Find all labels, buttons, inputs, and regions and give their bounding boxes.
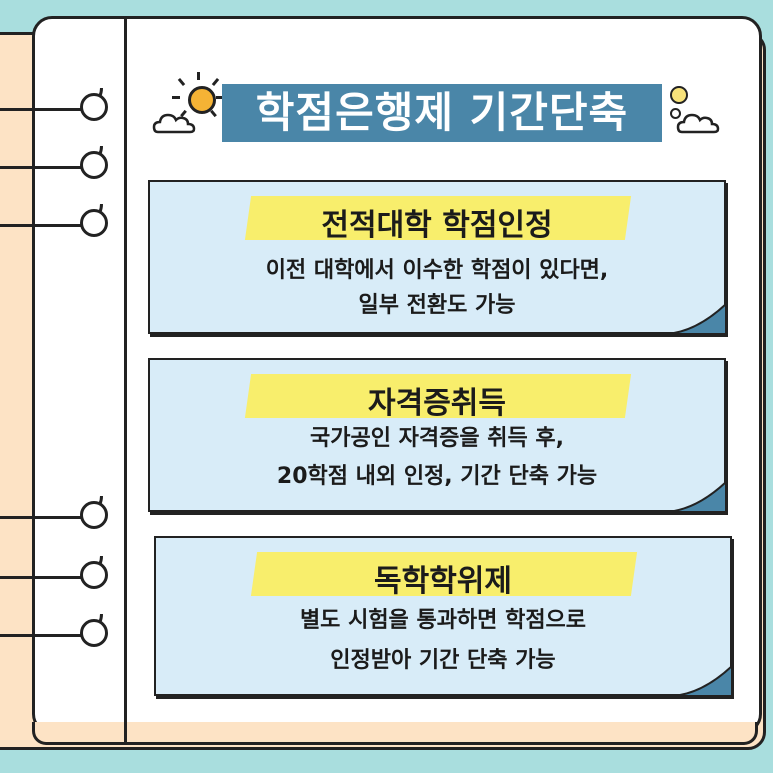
ring-icon bbox=[80, 561, 108, 589]
card-heading: 독학학위제 bbox=[374, 564, 512, 599]
card-certificates: 자격증취득 국가공인 자격증을 취득 후, 20학점 내외 인정, 기간 단축 … bbox=[148, 358, 726, 512]
ring-icon bbox=[80, 93, 108, 121]
ring-icon bbox=[80, 209, 108, 237]
page-curl-icon bbox=[666, 304, 726, 334]
page-curl-icon bbox=[666, 482, 726, 512]
card-body-line: 별도 시험을 통과하면 학점으로 bbox=[299, 608, 587, 633]
card-body-line: 이전 대학에서 이수한 학점이 있다면, bbox=[265, 258, 609, 283]
dot-icon bbox=[670, 108, 681, 119]
ring-icon bbox=[80, 501, 108, 529]
cloud-icon bbox=[152, 113, 196, 134]
page-title: 학점은행제 기간단축 bbox=[222, 84, 662, 142]
card-self-study-degree: 독학학위제 별도 시험을 통과하면 학점으로 인정받아 기간 단축 가능 bbox=[154, 536, 732, 696]
card-body-line: 국가공인 자격증을 취득 후, bbox=[310, 426, 564, 451]
dot-icon bbox=[670, 86, 688, 104]
card-heading: 전적대학 학점인정 bbox=[321, 208, 553, 243]
card-heading: 자격증취득 bbox=[368, 386, 506, 421]
card-body-line: 인정받아 기간 단축 가능 bbox=[330, 648, 556, 673]
card-transfer-credits: 전적대학 학점인정 이전 대학에서 이수한 학점이 있다면, 일부 전환도 가능 bbox=[148, 180, 726, 334]
ring-icon bbox=[80, 619, 108, 647]
notebook-bottom-edge bbox=[32, 722, 758, 745]
ring-icon bbox=[80, 151, 108, 179]
card-body-line: 20학점 내외 인정, 기간 단축 가능 bbox=[276, 464, 598, 489]
sun-icon bbox=[188, 86, 216, 114]
title-area: 학점은행제 기간단축 bbox=[0, 72, 773, 148]
page-curl-icon bbox=[672, 666, 732, 696]
card-body-line: 일부 전환도 가능 bbox=[358, 293, 516, 318]
notebook-margin-line bbox=[124, 18, 127, 744]
cloud-icon bbox=[676, 113, 720, 134]
